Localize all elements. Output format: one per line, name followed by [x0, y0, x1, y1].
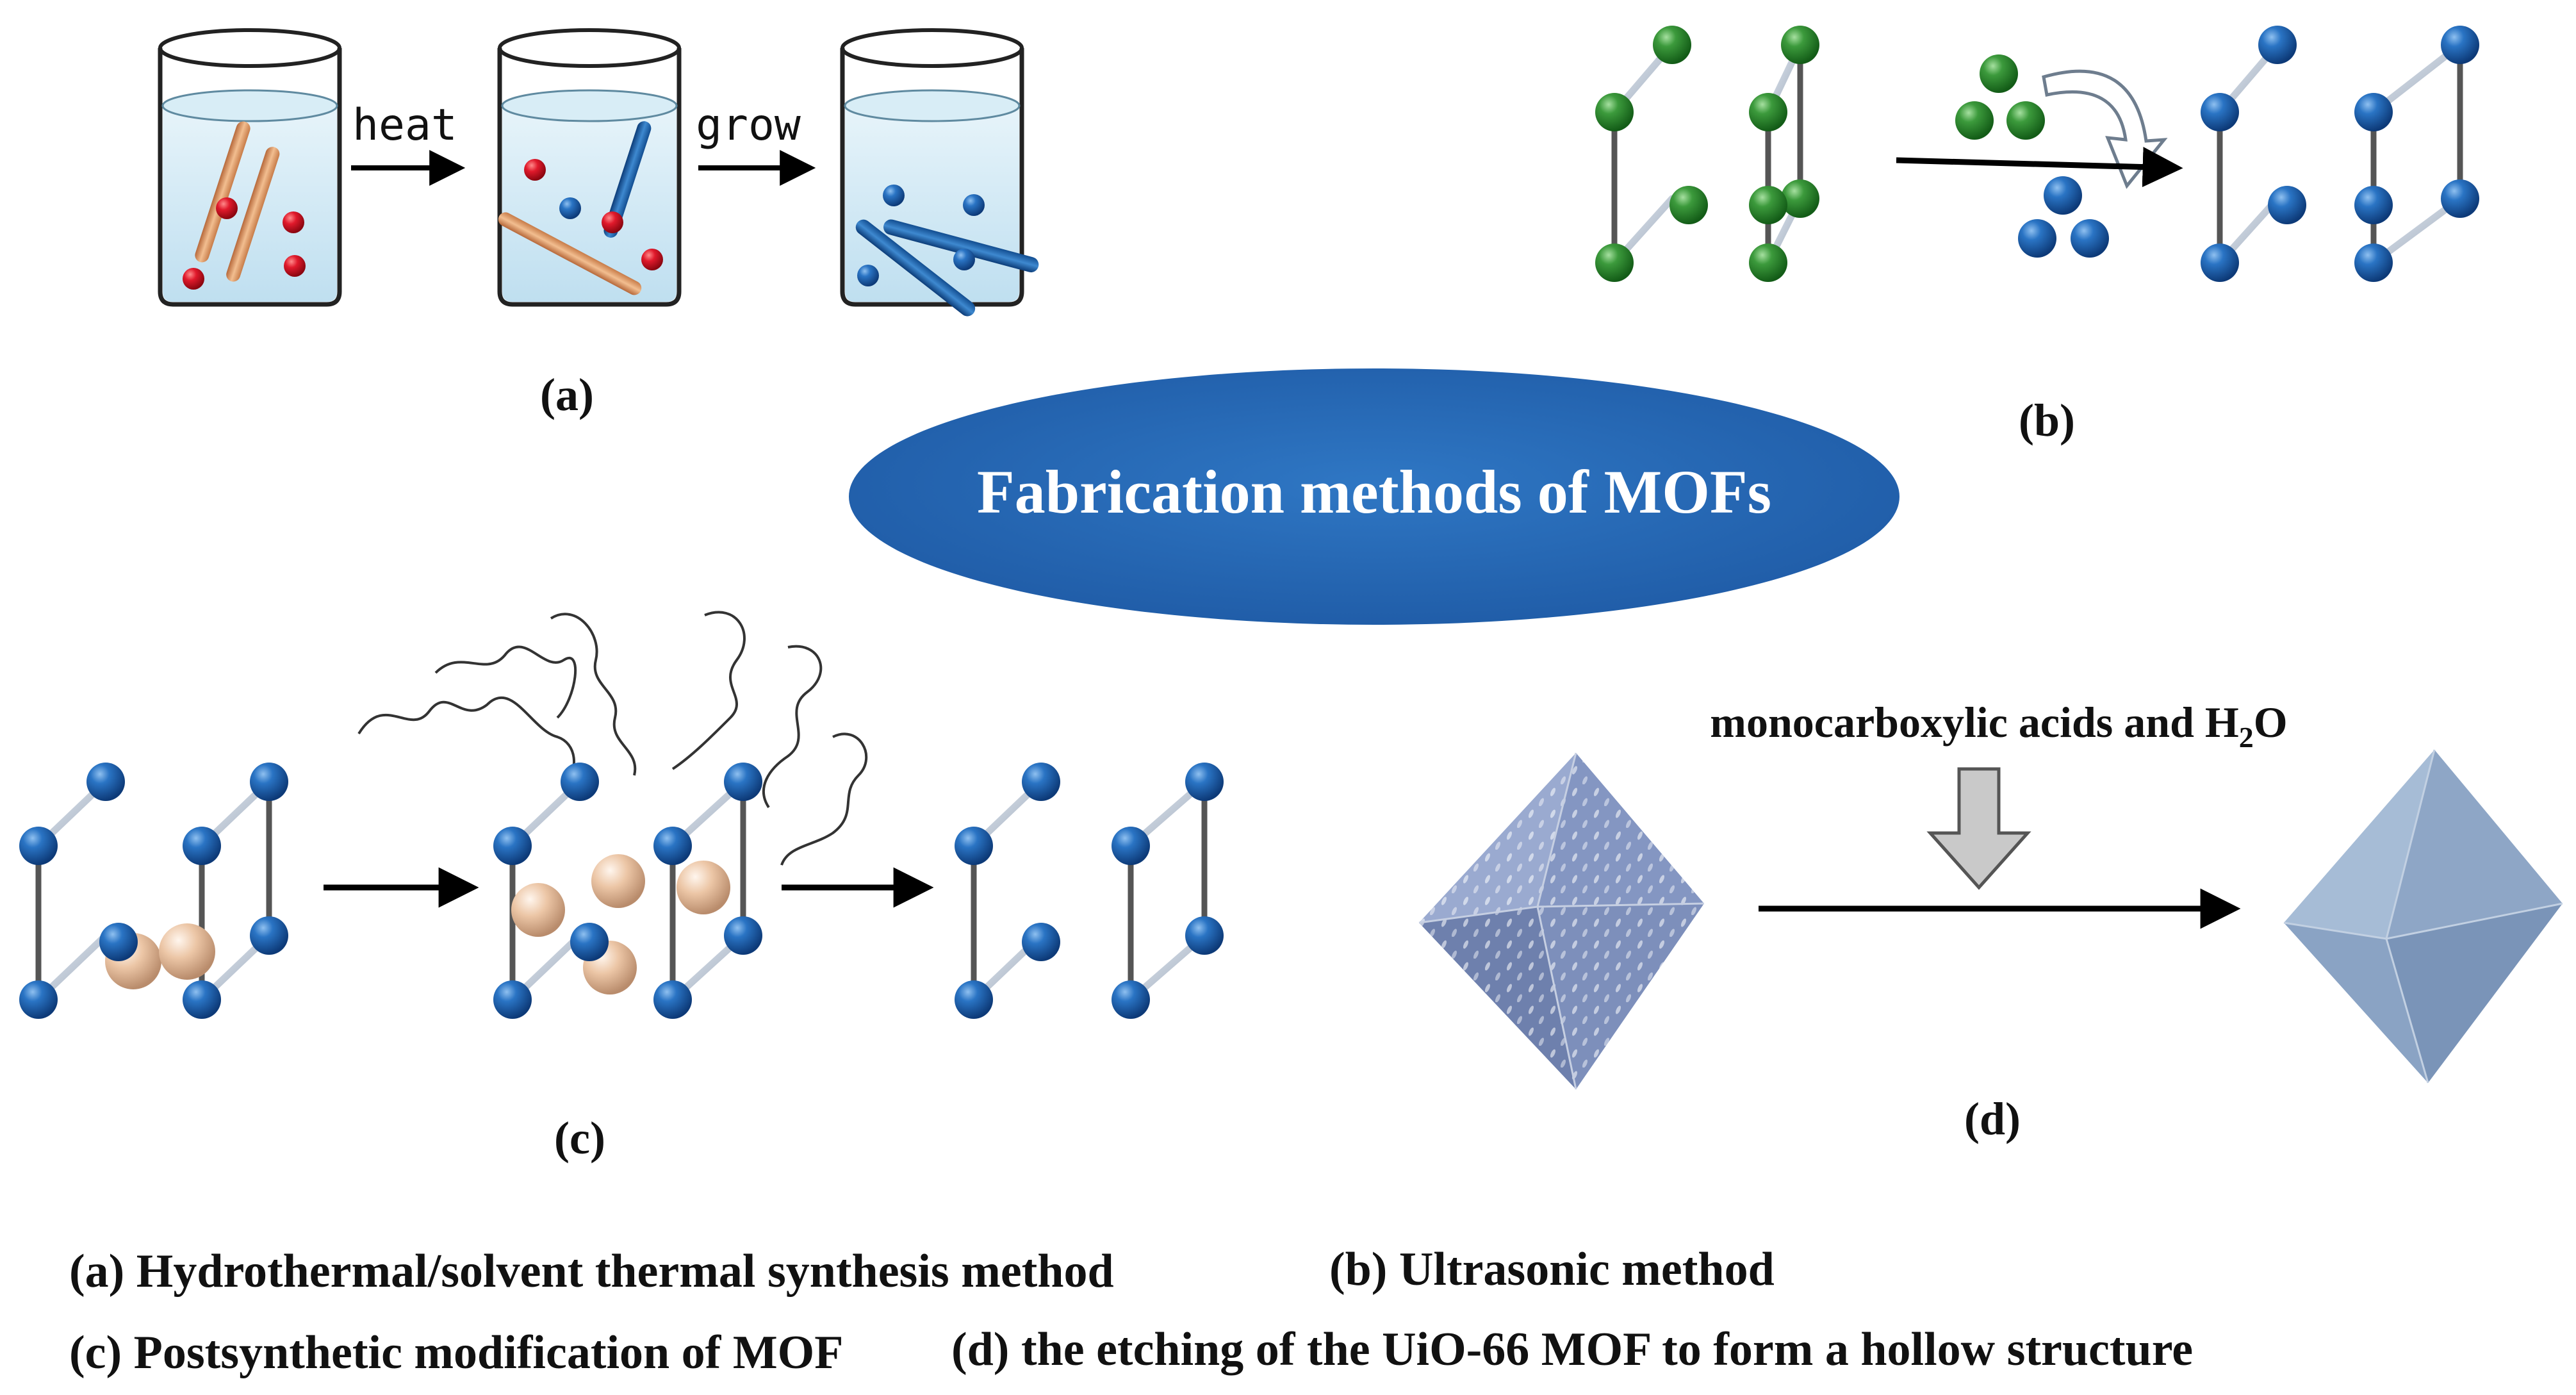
- blue-framework-cube: [2201, 26, 2479, 282]
- panel-c: (c): [19, 611, 1224, 1164]
- grow-label: grow: [696, 100, 801, 151]
- empty-framework-cube: [955, 763, 1224, 1019]
- loaded-framework-cube: [493, 763, 762, 1019]
- caption-block: (a) Hydrothermal/solvent thermal synthes…: [69, 1243, 2193, 1379]
- blue-rod: [855, 219, 976, 317]
- solid-octahedron: [1418, 752, 1705, 1090]
- heat-arrow: heat: [351, 100, 466, 186]
- blue-rod: [603, 121, 652, 238]
- grow-arrow: grow: [696, 100, 816, 186]
- hollow-octahedron: [2283, 749, 2563, 1084]
- loaded-framework-cube: [19, 763, 288, 1019]
- caption-c: (c) Postsynthetic modification of MOF: [69, 1326, 843, 1379]
- green-framework-cube: [1595, 26, 1819, 282]
- beaker-icon: [497, 28, 682, 307]
- beaker-icon: [158, 28, 342, 307]
- panel-b: (b): [1595, 26, 2479, 446]
- panel-b-label: (b): [2019, 395, 2075, 446]
- guest-sphere: [159, 923, 215, 980]
- red-particle: [602, 211, 623, 233]
- panel-c-label: (c): [554, 1112, 605, 1164]
- title-ellipse: Fabrication methods of MOFs: [849, 368, 1899, 625]
- red-particle: [183, 268, 204, 290]
- blue-particle: [883, 185, 905, 206]
- blue-particle: [963, 194, 985, 216]
- red-particle: [216, 197, 238, 219]
- panel-d: monocarboxylic acids and H2O (d): [1418, 698, 2563, 1144]
- blue-atom: [2071, 219, 2109, 258]
- green-atom: [2006, 101, 2045, 140]
- red-particle: [283, 211, 304, 233]
- caption-b: (b) Ultrasonic method: [1329, 1243, 1775, 1296]
- polymer-chains: [357, 611, 868, 866]
- reagent-label: monocarboxylic acids and H2O: [1710, 698, 2287, 754]
- down-arrow-icon: [1926, 767, 2031, 890]
- blue-particle: [953, 249, 975, 270]
- heat-label: heat: [352, 100, 457, 151]
- diagram-title: Fabrication methods of MOFs: [977, 458, 1771, 526]
- blue-rod: [883, 219, 1039, 272]
- panel-d-label: (d): [1964, 1093, 2021, 1144]
- reaction-arrow: [1896, 147, 2183, 188]
- red-particle: [284, 255, 306, 277]
- guest-sphere: [511, 883, 565, 937]
- orange-rod: [195, 121, 250, 263]
- red-particle: [524, 159, 546, 181]
- guest-sphere: [677, 861, 730, 914]
- green-atom: [1980, 54, 2018, 93]
- beaker-icon: [840, 28, 1039, 317]
- blue-particle: [559, 197, 581, 219]
- blue-particle: [857, 265, 879, 286]
- guest-sphere: [591, 854, 645, 908]
- panel-a-label: (a): [540, 369, 594, 420]
- blue-atom: [2018, 219, 2056, 258]
- caption-a: (a) Hydrothermal/solvent thermal synthes…: [69, 1245, 1114, 1298]
- blue-atom: [2044, 176, 2082, 215]
- red-particle: [641, 249, 663, 270]
- orange-rod: [498, 212, 642, 295]
- panel-a: heat grow: [158, 28, 1039, 420]
- green-atom: [1955, 101, 1994, 140]
- caption-d: (d) the etching of the UiO-66 MOF to for…: [951, 1323, 2193, 1376]
- orange-rod: [226, 147, 280, 282]
